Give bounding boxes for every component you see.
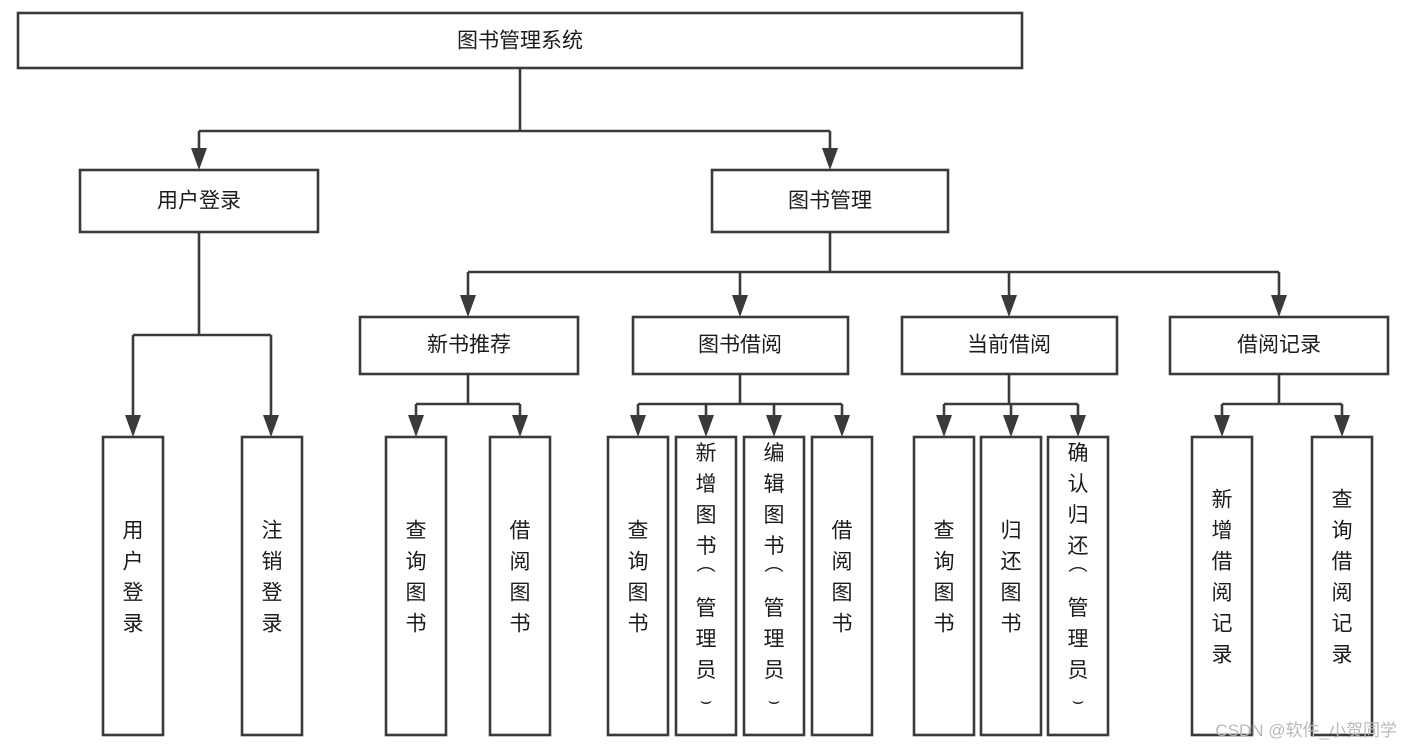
leaf-label-5: 新增图书⌒管理员⌣ xyxy=(696,442,717,712)
leaf-box-4[interactable] xyxy=(606,435,670,737)
leaf-box-9[interactable] xyxy=(979,435,1043,737)
node-user-login[interactable]: 用户登录 xyxy=(78,168,320,234)
arrow-user-leaf2-icon xyxy=(263,415,279,437)
node-book-borrow[interactable]: 图书借阅 xyxy=(631,315,850,376)
leaf-node-query-record[interactable]: 查询借阅记录 xyxy=(1310,435,1374,737)
leaf-label-12: 查询借阅记录 xyxy=(1332,488,1353,666)
leaf-node-query-book-b[interactable]: 查询图书 xyxy=(606,435,670,737)
leaf-node-borrow-book-a[interactable]: 借阅图书 xyxy=(488,435,552,737)
arrow-borrow-l4-icon xyxy=(834,415,850,437)
root-box[interactable] xyxy=(16,11,1024,70)
arrow-root-to-book-icon xyxy=(822,148,838,170)
leaf-box-10[interactable] xyxy=(1046,435,1110,737)
leaf-label-8: 查询图书 xyxy=(934,519,955,635)
leaf-node-edit-book[interactable]: 编辑图书⌒管理员⌣ xyxy=(742,435,806,737)
leaf-node-return-book[interactable]: 归还图书 xyxy=(979,435,1043,737)
node-book-management[interactable]: 图书管理 xyxy=(710,168,950,234)
level3-box-2[interactable] xyxy=(900,315,1119,376)
node-root[interactable]: 图书管理系统 xyxy=(16,11,1024,70)
leaf-label-4: 查询图书 xyxy=(628,519,649,635)
leaf-box-11[interactable] xyxy=(1190,435,1254,737)
level3-box-1[interactable] xyxy=(631,315,850,376)
leaf-label-2: 查询图书 xyxy=(406,519,427,635)
leaf-box-12[interactable] xyxy=(1310,435,1374,737)
leaf-box-5[interactable] xyxy=(674,435,738,737)
arrow-current-l1-icon xyxy=(936,415,952,437)
leaf-node-confirm-return[interactable]: 确认归还⌒管理员⌣ xyxy=(1046,435,1110,737)
arrow-book-c1-icon xyxy=(460,295,476,317)
level3-label-2: 当前借阅 xyxy=(967,334,1051,357)
leaf-node-logout[interactable]: 注销登录 xyxy=(240,435,304,737)
root-label: 图书管理系统 xyxy=(457,30,583,53)
arrow-book-c3-icon xyxy=(1001,295,1017,317)
leaf-box-2[interactable] xyxy=(384,435,448,737)
arrow-record-l2-icon xyxy=(1334,415,1350,437)
arrow-current-l2-icon xyxy=(1003,415,1019,437)
arrow-record-l1-icon xyxy=(1214,415,1230,437)
leaf-label-3: 借阅图书 xyxy=(510,519,531,635)
leaf-node-borrow-book-b[interactable]: 借阅图书 xyxy=(810,435,874,737)
leaf-node-user-login[interactable]: 用户登录 xyxy=(101,435,165,737)
arrow-user-leaf1-icon xyxy=(125,415,141,437)
leaf-box-0[interactable] xyxy=(101,435,165,737)
level3-box-0[interactable] xyxy=(358,315,580,376)
leaf-node-add-book[interactable]: 新增图书⌒管理员⌣ xyxy=(674,435,738,737)
arrow-book-c4-icon xyxy=(1271,295,1287,317)
level3-label-3: 借阅记录 xyxy=(1237,334,1321,357)
leaf-box-6[interactable] xyxy=(742,435,806,737)
connector-layer xyxy=(125,68,1350,437)
arrow-newbook-l1-icon xyxy=(408,415,424,437)
leaf-label-10: 确认归还⌒管理员⌣ xyxy=(1068,442,1089,712)
leaf-label-1: 注销登录 xyxy=(262,519,283,635)
leaf-box-3[interactable] xyxy=(488,435,552,737)
arrow-borrow-l1-icon xyxy=(630,415,646,437)
arrow-current-l3-icon xyxy=(1070,415,1086,437)
level3-label-0: 新书推荐 xyxy=(427,334,511,357)
arrow-book-c2-icon xyxy=(732,295,748,317)
level3-label-1: 图书借阅 xyxy=(698,334,782,357)
arrow-newbook-l2-icon xyxy=(512,415,528,437)
level2-label-1: 图书管理 xyxy=(788,190,872,213)
leaf-node-query-book-a[interactable]: 查询图书 xyxy=(384,435,448,737)
arrow-borrow-l3-icon xyxy=(766,415,782,437)
node-borrow-record[interactable]: 借阅记录 xyxy=(1168,315,1390,376)
level3-box-3[interactable] xyxy=(1168,315,1390,376)
node-current-borrow[interactable]: 当前借阅 xyxy=(900,315,1119,376)
arrow-borrow-l2-icon xyxy=(698,415,714,437)
leaf-box-1[interactable] xyxy=(240,435,304,737)
level2-box-1[interactable] xyxy=(710,168,950,234)
level2-label-0: 用户登录 xyxy=(157,190,241,213)
leaf-box-7[interactable] xyxy=(810,435,874,737)
leaf-node-query-book-c[interactable]: 查询图书 xyxy=(912,435,976,737)
leaf-label-6: 编辑图书⌒管理员⌣ xyxy=(764,442,785,712)
level2-box-0[interactable] xyxy=(78,168,320,234)
leaf-box-8[interactable] xyxy=(912,435,976,737)
node-new-book-recommend[interactable]: 新书推荐 xyxy=(358,315,580,376)
leaf-node-add-record[interactable]: 新增借阅记录 xyxy=(1190,435,1254,737)
leaf-label-7: 借阅图书 xyxy=(832,519,853,635)
arrow-root-to-user-icon xyxy=(191,148,207,170)
leaf-label-0: 用户登录 xyxy=(123,519,144,635)
leaf-label-9: 归还图书 xyxy=(1001,519,1022,635)
leaf-label-11: 新增借阅记录 xyxy=(1212,488,1233,666)
